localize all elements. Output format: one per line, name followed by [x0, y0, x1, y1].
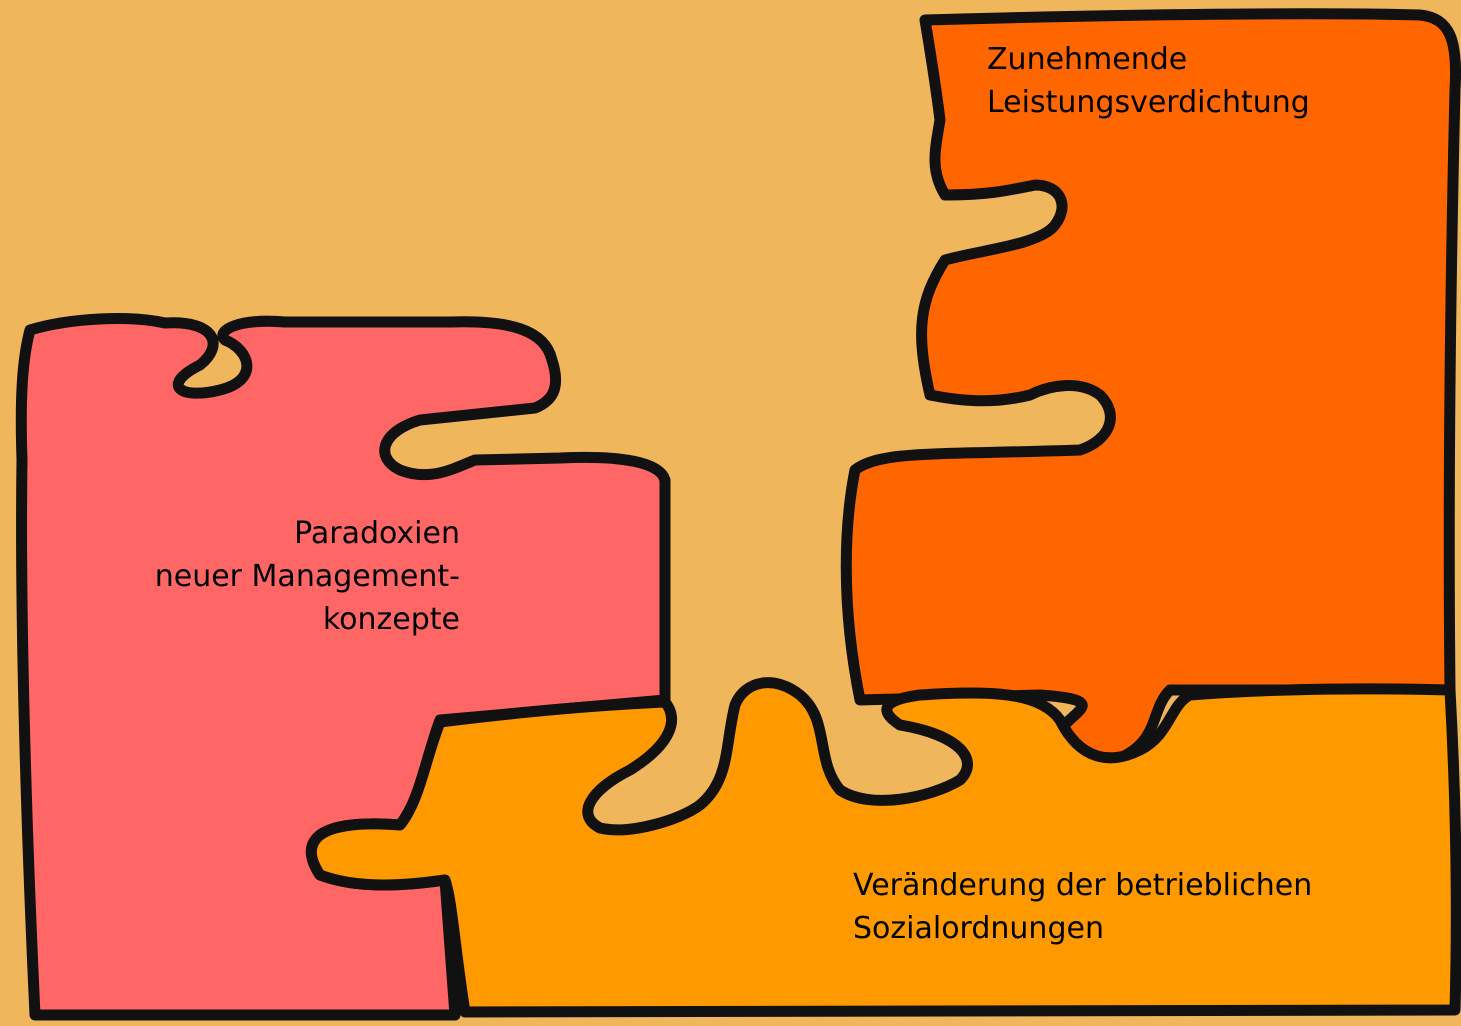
label-line: Zunehmende: [987, 42, 1188, 77]
puzzle-piece-bottom: [306, 677, 1461, 1018]
label-line: Veränderung der betrieblichen: [853, 868, 1313, 903]
label-line: Sozialordnungen: [853, 911, 1104, 946]
label-bottom-piece: Veränderung der betrieblichen Sozialordn…: [853, 864, 1312, 950]
label-line: neuer Management-: [154, 559, 460, 594]
label-left-piece: Paradoxien neuer Management- konzepte: [100, 512, 460, 641]
label-line: konzepte: [322, 602, 460, 637]
puzzle-piece-top-right: [840, 8, 1461, 768]
label-line: Paradoxien: [294, 516, 460, 551]
label-line: Leistungsverdichtung: [987, 85, 1310, 120]
label-top-right-piece: Zunehmende Leistungsverdichtung: [987, 38, 1310, 124]
puzzle-piece-left: [15, 313, 671, 1021]
